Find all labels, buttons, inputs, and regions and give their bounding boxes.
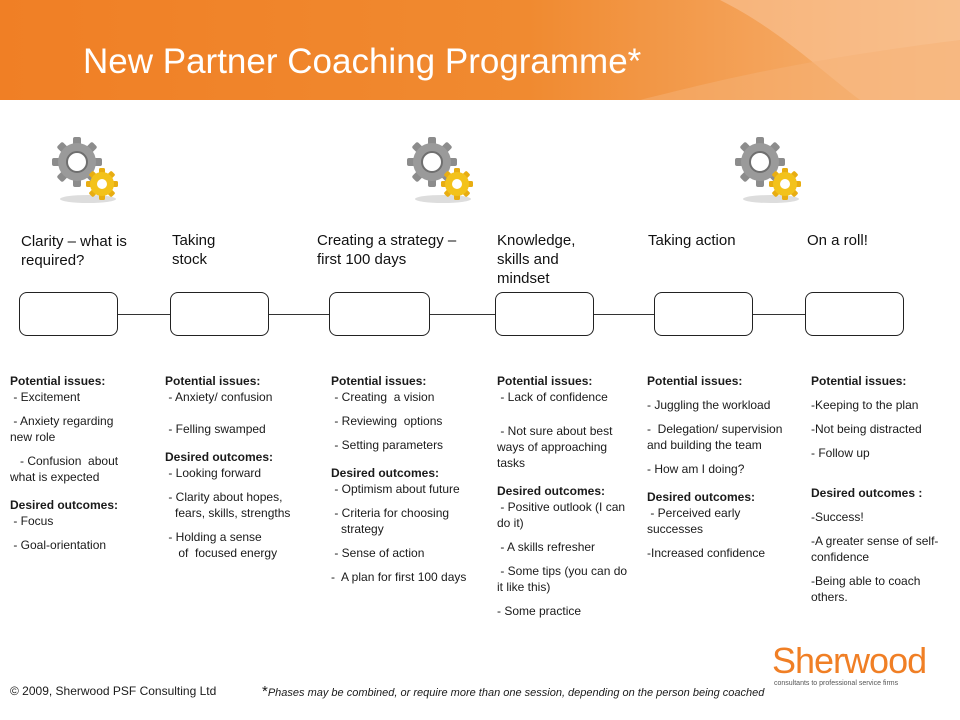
issue-item: - Confusion about what is expected xyxy=(10,454,122,484)
stage-title: On a roll! xyxy=(807,232,868,249)
stage-title: Knowledge, skills and mindset xyxy=(497,232,576,287)
issues-heading: Potential issues: xyxy=(10,374,106,388)
issues-heading: Potential issues: xyxy=(647,374,743,388)
connector-line xyxy=(429,314,495,315)
outcomes-heading: Desired outcomes: xyxy=(497,484,606,498)
stage-title: Creating a strategy – first 100 days xyxy=(317,232,457,268)
phase-box xyxy=(170,292,269,336)
connector-line xyxy=(753,314,805,315)
footnote-star: * xyxy=(262,683,268,700)
outcome-item: - Holding a sense of focused energy xyxy=(168,530,278,560)
issue-item: - Setting parameters xyxy=(331,438,444,452)
footnote-text: Phases may be combined, or require more … xyxy=(267,687,765,699)
gears-icon xyxy=(52,137,118,203)
banner-swoosh xyxy=(640,0,960,100)
stage-title: Taking stock xyxy=(172,232,216,268)
outcome-item: - Focus xyxy=(10,514,54,528)
issue-item: - Anxiety regarding new role xyxy=(10,414,117,444)
issues-heading: Potential issues: xyxy=(165,374,261,388)
outcome-item: - Criteria for choosing strategy xyxy=(334,506,450,536)
issue-item: -Not being distracted xyxy=(811,422,922,436)
outcome-item: - Optimism about future xyxy=(331,482,460,496)
page-title: New Partner Coaching Programme* xyxy=(83,42,642,81)
issue-item: - Felling swamped xyxy=(165,422,266,436)
stage-details: Potential issues: - Excitement - Anxiety… xyxy=(10,373,130,553)
issue-item: - Reviewing options xyxy=(331,414,443,428)
outcome-item: -Increased confidence xyxy=(647,546,766,560)
phase-box xyxy=(805,292,904,336)
outcome-item: - A plan for first 100 days xyxy=(331,570,467,584)
outcomes-heading: Desired outcomes: xyxy=(165,450,274,464)
outcome-item: - Goal-orientation xyxy=(10,538,107,552)
issues-heading: Potential issues: xyxy=(497,374,593,388)
phase-box xyxy=(329,292,430,336)
outcome-item: - A skills refresher xyxy=(497,540,596,554)
outcome-item: - Some tips (you can do it like this) xyxy=(497,564,631,594)
phase-box xyxy=(19,292,118,336)
issue-item: - Follow up xyxy=(811,446,870,460)
outcome-item: - Clarity about hopes, fears, skills, st… xyxy=(168,490,291,520)
outcomes-heading: Desired outcomes: xyxy=(331,466,440,480)
gears-icon xyxy=(735,137,801,203)
stage-details: Potential issues: - Creating a vision - … xyxy=(331,373,471,585)
outcome-item: -A greater sense of self-confidence xyxy=(811,534,939,564)
stage-title: Taking action xyxy=(648,232,736,249)
issue-item: - How am I doing? xyxy=(647,462,745,476)
issue-item: - Juggling the workload xyxy=(647,398,771,412)
issue-item: -Keeping to the plan xyxy=(811,398,919,412)
issue-item: - Creating a vision xyxy=(331,390,435,404)
outcome-item: - Looking forward xyxy=(165,466,262,480)
issues-heading: Potential issues: xyxy=(331,374,427,388)
logo-brand: Sherwood xyxy=(772,640,927,681)
copyright-text: © 2009, Sherwood PSF Consulting Ltd xyxy=(10,684,217,698)
connector-line xyxy=(268,314,329,315)
outcome-item: - Positive outlook (I can do it) xyxy=(497,500,629,530)
issue-item: - Anxiety/ confusion xyxy=(165,390,273,404)
outcome-item: - Perceived early successes xyxy=(647,506,744,536)
issues-heading: Potential issues: xyxy=(811,374,907,388)
gears-icon xyxy=(407,137,473,203)
sherwood-logo: Sherwood consultants to professional ser… xyxy=(772,640,927,688)
stage-title: Clarity – what is required? xyxy=(21,233,127,269)
stage-details: Potential issues: -Keeping to the plan -… xyxy=(811,373,946,605)
issue-item: - Lack of confidence xyxy=(497,390,608,404)
issue-item: - Not sure about best ways of approachin… xyxy=(497,424,616,470)
outcomes-heading: Desired outcomes : xyxy=(811,486,923,500)
stage-details: Potential issues: - Juggling the workloa… xyxy=(647,373,787,561)
outcome-item: - Some practice xyxy=(497,604,582,618)
outcome-item: -Being able to coach others. xyxy=(811,574,924,604)
outcomes-heading: Desired outcomes: xyxy=(10,498,119,512)
header-banner: New Partner Coaching Programme* xyxy=(0,0,960,100)
outcomes-heading: Desired outcomes: xyxy=(647,490,756,504)
footnote: *Phases may be combined, or require more… xyxy=(262,683,764,700)
phase-box xyxy=(654,292,753,336)
logo-tagline: consultants to professional service firm… xyxy=(774,680,899,687)
outcome-item: -Success! xyxy=(811,510,864,524)
outcome-item: - Sense of action xyxy=(331,546,425,560)
stage-details: Potential issues: - Lack of confidence -… xyxy=(497,373,631,619)
phase-box xyxy=(495,292,594,336)
connector-line xyxy=(594,314,654,315)
stage-details: Potential issues: - Anxiety/ confusion -… xyxy=(165,373,315,561)
issue-item: - Excitement xyxy=(10,390,81,404)
issue-item: - Delegation/ supervision and building t… xyxy=(647,422,790,452)
connector-line xyxy=(118,314,170,315)
